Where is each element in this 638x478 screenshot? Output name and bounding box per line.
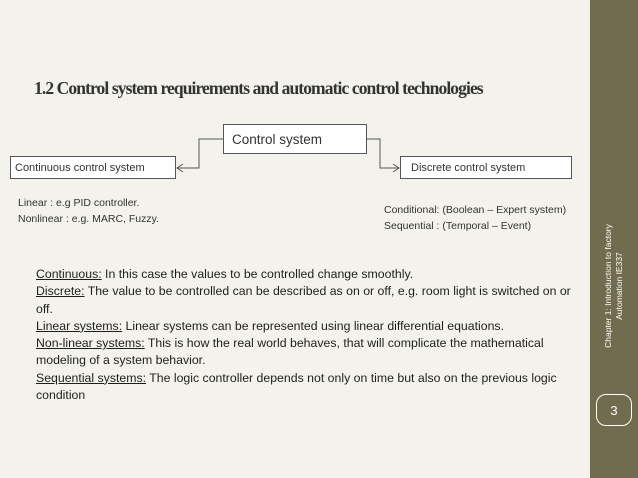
definition-discrete: Discrete: The value to be controlled can…	[36, 283, 576, 318]
term-linear: Linear systems:	[36, 318, 123, 333]
term-continuous: Continuous:	[36, 267, 102, 281]
control-system-label: Control system	[232, 131, 323, 147]
nonlinear-example: Nonlinear : e.g. MARC, Fuzzy.	[18, 213, 160, 225]
chapter-line-2: Automation IE337	[614, 252, 624, 320]
linear-example: Linear : e.g PID controller.	[18, 197, 140, 209]
chapter-line-1: Chapter 1: Introduction to factory	[603, 224, 613, 348]
sequential-example: Sequential : (Temporal – Event)	[384, 220, 532, 232]
slide-canvas: 1.2 Control system requirements and auto…	[10, 78, 576, 404]
connector-to-discrete	[367, 138, 398, 169]
text-linear: Linear systems can be represented using …	[122, 318, 504, 333]
discrete-examples: Conditional: (Boolean – Expert system) S…	[384, 202, 566, 234]
continuous-control-box: Continuous control system	[10, 156, 176, 179]
definitions-block: Continuous: In this case the values to b…	[36, 266, 576, 404]
text-nonlinear: This is how the real world behaves, that…	[36, 336, 544, 368]
definition-linear: Linear systems: Linear systems can be re…	[36, 318, 576, 335]
connector-to-continuous	[178, 138, 223, 169]
term-sequential: Sequential systems:	[36, 370, 147, 385]
definition-continuous: Continuous: In this case the values to b…	[36, 266, 576, 283]
text-continuous: In this case the values to be controlled…	[101, 267, 414, 281]
continuous-examples: Linear : e.g PID controller. Nonlinear :…	[18, 195, 159, 227]
arrowhead-left	[176, 163, 184, 173]
text-discrete: The value to be controlled can be descri…	[36, 284, 571, 316]
conditional-example: Conditional: (Boolean – Expert system)	[384, 204, 567, 216]
discrete-control-box: Discrete control system	[400, 156, 572, 179]
continuous-control-label: Continuous control system	[15, 161, 145, 174]
slide-title: 1.2 Control system requirements and auto…	[34, 78, 484, 98]
definition-nonlinear: Non-linear systems: This is how the real…	[36, 335, 576, 370]
term-nonlinear: Non-linear systems:	[36, 336, 145, 351]
definition-sequential: Sequential systems: The logic controller…	[36, 370, 576, 405]
control-system-box: Control system	[223, 124, 367, 154]
discrete-control-label: Discrete control system	[411, 161, 526, 174]
page-number: 3	[596, 394, 632, 426]
text-sequential: The logic controller depends not only on…	[36, 370, 557, 403]
arrowhead-right	[392, 163, 400, 173]
term-discrete: Discrete:	[36, 284, 85, 299]
